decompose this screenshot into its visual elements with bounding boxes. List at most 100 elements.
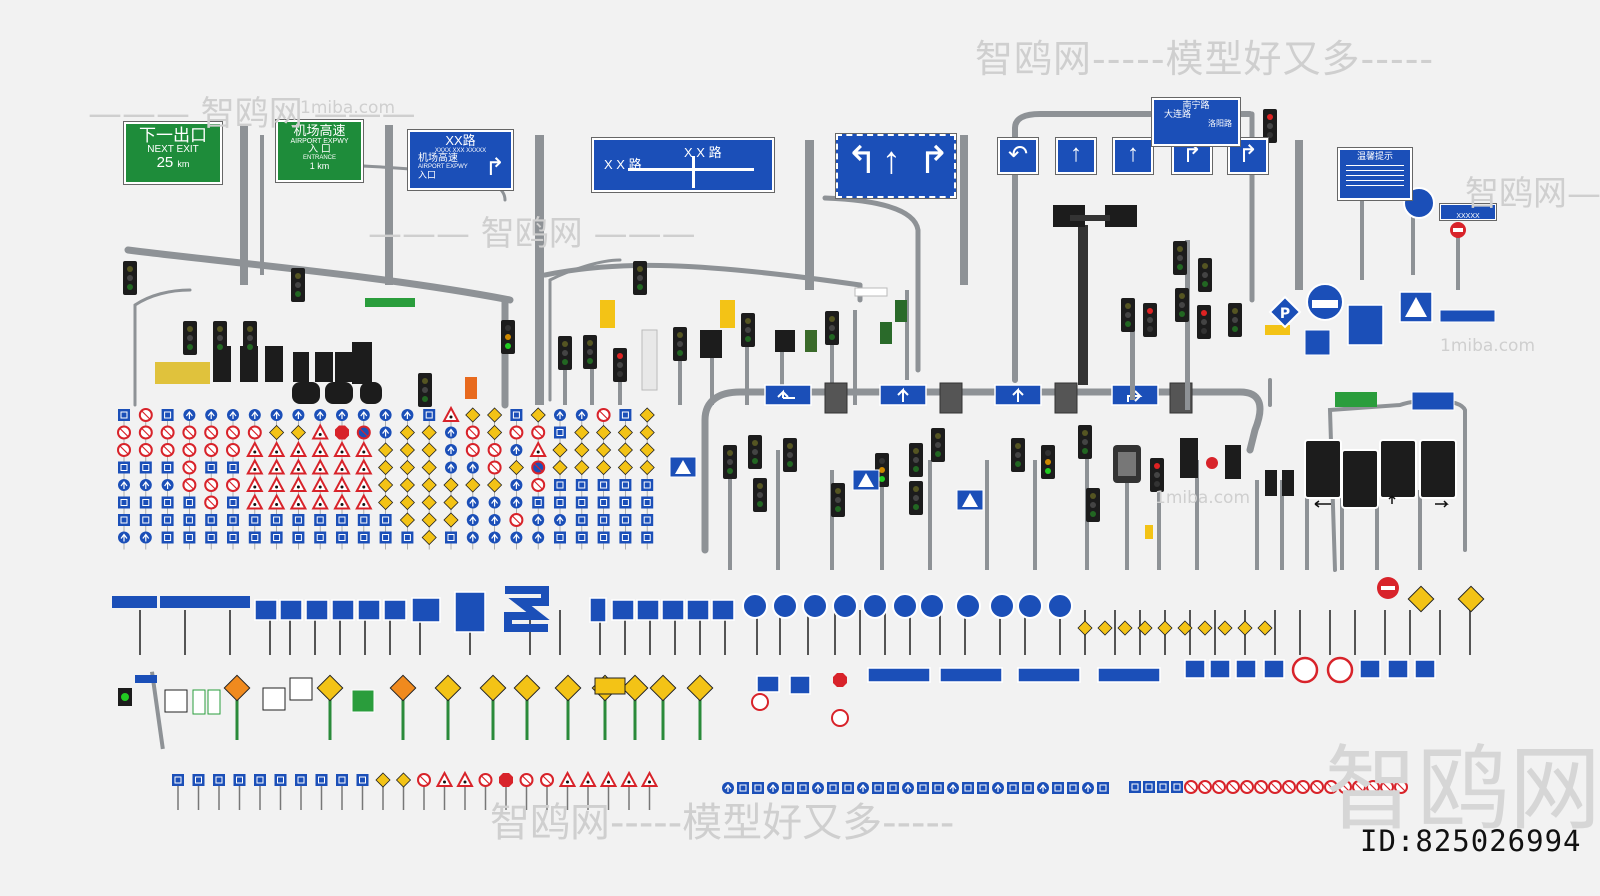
small-sign-symbol: [204, 478, 219, 492]
small-sign-symbol: [270, 408, 284, 422]
small-sign-symbol: [268, 477, 285, 492]
lane-up-sign-2: ↑: [1113, 138, 1153, 174]
small-sign-symbol: [465, 425, 480, 440]
bottom-sign-symbol: [559, 772, 576, 787]
yellow-warning-sign-row: [223, 674, 714, 740]
small-sign-symbol: [509, 443, 524, 457]
small-sign-symbol: [553, 496, 567, 509]
small-sign-symbol: [553, 426, 567, 439]
yellow-warning-sign: [513, 674, 541, 702]
bottom-prohibit-sign: [1254, 780, 1268, 794]
bottom-prohibit-sign: [1128, 780, 1142, 794]
small-sign-symbol: [399, 460, 415, 475]
signal-head-cluster-left: [155, 321, 477, 407]
small-sign-symbol: [379, 531, 393, 544]
small-sign-symbol: [618, 408, 632, 422]
airport-unit: km: [317, 160, 330, 171]
small-sign-symbol: [246, 494, 263, 510]
small-sign-symbol: [226, 408, 240, 422]
small-sign-symbol: [182, 443, 197, 457]
small-sign-symbol: [531, 478, 546, 492]
small-yellow-sign: [1077, 620, 1093, 636]
parking-and-direction-plates: [751, 577, 1485, 727]
bus-lane-label: XXXXX: [1456, 213, 1480, 220]
notice-title: 温馨提示: [1356, 151, 1393, 161]
small-sign-symbol: [117, 408, 131, 422]
small-sign-symbol: [270, 531, 284, 544]
small-sign-symbol: [618, 478, 632, 492]
small-sign-symbol: [421, 512, 437, 528]
small-sign-symbol: [204, 443, 219, 457]
airport-expwy-cn: 机场高速: [293, 123, 346, 138]
small-sign-symbol: [182, 496, 196, 509]
bottom-blue-sign: [946, 781, 960, 795]
small-sign-symbol: [312, 442, 329, 457]
small-sign-symbol: [226, 513, 240, 527]
small-sign-symbol: [334, 477, 350, 492]
signal-poles-mid: [558, 287, 909, 405]
bottom-sign-symbol: [540, 773, 554, 787]
small-sign-symbol: [117, 530, 131, 545]
bottom-blue-sign: [1081, 781, 1095, 795]
mandatory-round-sign: [1017, 593, 1043, 619]
bottom-sign-symbol: [294, 773, 308, 787]
bottom-blue-sign: [826, 781, 840, 795]
small-sign-symbol: [596, 442, 611, 458]
small-sign-symbol: [378, 495, 394, 510]
small-yellow-sign: [1217, 620, 1233, 636]
small-sign-symbol: [378, 460, 394, 475]
small-sign-symbol: [575, 496, 589, 509]
lane-direction-sign: ↰ ↑ ↱: [836, 134, 956, 198]
bottom-sign-symbol: [375, 772, 391, 788]
small-sign-symbol: [487, 460, 502, 475]
small-sign-symbol: [421, 495, 437, 510]
small-sign-symbol: [248, 513, 262, 527]
bottom-blue-sign: [751, 781, 765, 795]
small-sign-symbol: [204, 408, 218, 422]
small-sign-symbol: [161, 531, 175, 544]
small-sign-symbol: [421, 425, 437, 440]
small-sign-symbol: [182, 460, 197, 475]
small-sign-symbol: [204, 461, 218, 474]
small-sign-symbol: [357, 408, 371, 422]
bottom-blue-sign: [781, 781, 795, 795]
small-sign-symbol: [335, 513, 349, 527]
bottom-prohibit-sign: [1184, 780, 1198, 794]
svg-text:P: P: [1280, 306, 1290, 322]
small-sign-symbol: [575, 531, 589, 544]
small-sign-symbol: [139, 496, 153, 509]
yellow-warning-sign: [316, 674, 344, 702]
bottom-prohibit-sign: [1226, 780, 1240, 794]
small-sign-symbol: [226, 443, 240, 457]
right-upper-info-signs: P: [1268, 180, 1496, 411]
yellow-warning-sign: [389, 674, 417, 702]
road-guide-sign-tr: 南宁路 大连路 洛阳路: [1152, 98, 1240, 146]
small-sign-symbol: [552, 442, 568, 458]
small-sign-symbol: [248, 408, 262, 422]
small-sign-symbol: [334, 442, 350, 457]
small-sign-symbol: [248, 531, 262, 544]
small-sign-symbol: [290, 494, 307, 510]
small-sign-symbol: [574, 442, 590, 458]
mid-row-guide-plates: [112, 586, 735, 633]
small-sign-symbol: [117, 513, 131, 527]
small-sign-symbol: [618, 442, 633, 458]
small-sign-symbol: [399, 442, 415, 458]
bottom-sign-symbol: [396, 772, 411, 788]
small-sign-symbol: [596, 425, 611, 440]
small-sign-symbol: [639, 425, 655, 440]
small-sign-symbol: [444, 531, 458, 544]
small-sign-symbol: [575, 513, 589, 527]
small-sign-symbol: [268, 442, 285, 457]
bottom-blue-sign: [766, 781, 780, 795]
small-sign-symbol: [399, 495, 415, 510]
small-sign-symbol: [552, 460, 568, 475]
bottom-blue-sign: [1051, 781, 1065, 795]
small-sign-symbol: [379, 513, 393, 527]
gantry-poles: [240, 125, 1303, 405]
bottom-sign-row: [171, 772, 1408, 810]
small-sign-symbol: [531, 496, 545, 509]
bottom-blue-sign: [1036, 781, 1050, 795]
small-sign-symbol: [618, 531, 632, 544]
small-sign-symbol: [379, 408, 393, 422]
